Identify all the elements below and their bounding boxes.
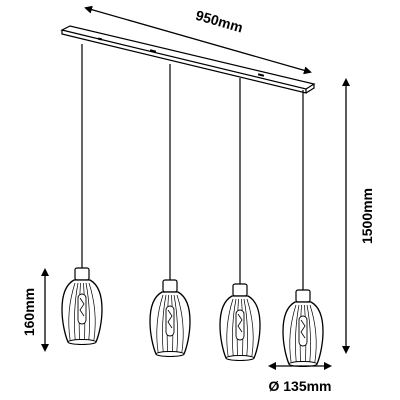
- canopy-screw-2: [257, 73, 265, 77]
- canopy-top: [60, 25, 316, 90]
- socket-cap: [162, 279, 178, 293]
- shade-height-dimension: 160mm: [21, 268, 49, 352]
- glass-facet-line: [295, 304, 300, 363]
- pendant-shade-2: [149, 279, 191, 358]
- bulb: [77, 293, 87, 325]
- glass-facet-line: [246, 298, 254, 357]
- glass-facet-line: [289, 304, 297, 363]
- pendant-shade-3: [219, 283, 261, 362]
- glass-facet-line: [85, 282, 90, 341]
- filament: [79, 297, 85, 317]
- bulb: [298, 315, 308, 347]
- pendant-shade-1: [61, 267, 103, 346]
- filament: [300, 319, 306, 339]
- bulb: [165, 305, 175, 337]
- glass-facet-line: [243, 298, 248, 357]
- ceiling-canopy: [60, 25, 316, 94]
- glass-facet-line: [68, 282, 76, 341]
- glass-facet-line: [232, 298, 237, 357]
- pendant-shade-4: [282, 289, 324, 368]
- shade-diameter-label: Ø 135mm: [268, 378, 331, 394]
- filament: [167, 309, 173, 329]
- height-label: 1500mm: [359, 188, 375, 244]
- canopy-screw-1: [149, 49, 157, 53]
- shade-rim: [155, 350, 185, 358]
- glass-facet-line: [226, 298, 234, 357]
- width-label: 950mm: [194, 7, 245, 36]
- glass-facet-line: [156, 294, 164, 353]
- height-dimension: 1500mm: [342, 78, 375, 354]
- glass-facet-line: [74, 282, 79, 341]
- pendant-shades: [61, 267, 324, 368]
- canopy-front: [61, 30, 307, 94]
- glass-facet-line: [173, 294, 178, 353]
- glass-facet-line: [162, 294, 167, 353]
- socket-cap: [295, 289, 311, 303]
- glass-facet-line: [309, 304, 317, 363]
- shade-diameter-dimension: Ø 135mm: [268, 362, 332, 394]
- canopy-screw-3: [97, 37, 103, 41]
- shade-rim: [225, 354, 255, 362]
- canopy-side: [305, 84, 315, 94]
- filament: [237, 313, 243, 333]
- width-dimension: 950mm: [84, 5, 312, 75]
- socket-cap: [74, 267, 90, 281]
- shade-rim: [67, 338, 97, 346]
- glass-facet-line: [306, 304, 311, 363]
- glass-facet-line: [176, 294, 184, 353]
- glass-facet-line: [88, 282, 96, 341]
- socket-cap: [232, 283, 248, 297]
- width-arrow: [84, 5, 312, 75]
- bulb: [235, 309, 245, 341]
- cables: [81, 44, 304, 290]
- shade-height-label: 160mm: [21, 288, 37, 336]
